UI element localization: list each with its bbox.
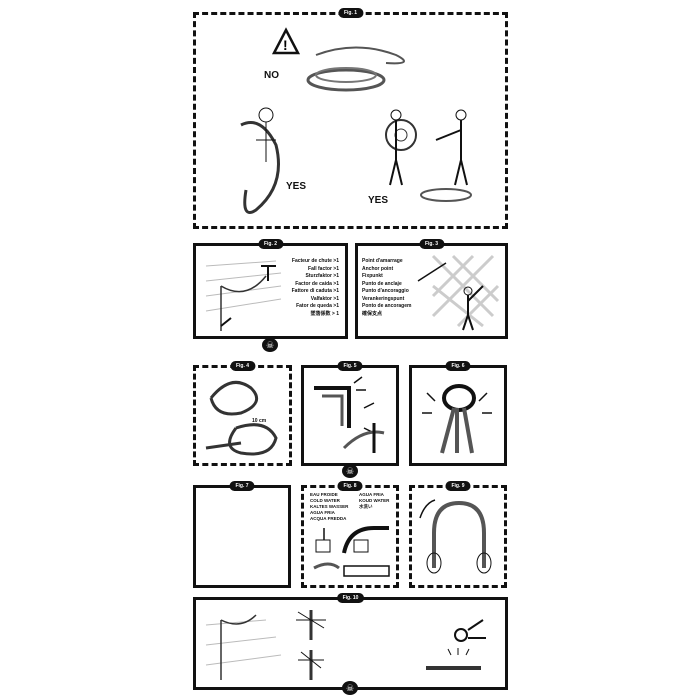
skull-icon: ☠ bbox=[342, 681, 358, 695]
fig-label: Fig. 9 bbox=[445, 481, 471, 491]
fig-label: Fig. 6 bbox=[445, 361, 471, 371]
carabiner-illustration bbox=[422, 384, 492, 454]
fall-factor-illustration bbox=[205, 260, 282, 331]
figure-4-panel: Fig. 4 10 cm bbox=[193, 361, 292, 466]
warning-icon bbox=[271, 27, 301, 55]
fig-label: Fig. 5 bbox=[337, 361, 363, 371]
fig-label: Fig. 7 bbox=[229, 481, 255, 491]
fig-label: Fig. 3 bbox=[418, 239, 445, 249]
figure-7-panel: Fig. 7 bbox=[193, 481, 291, 588]
rope-bending-illustration bbox=[419, 499, 492, 574]
yes-label: YES bbox=[286, 181, 307, 192]
yes-label: YES bbox=[368, 195, 389, 206]
sharp-edge-illustration bbox=[314, 376, 385, 453]
skull-icon: ☠ bbox=[262, 338, 278, 352]
fig-label: Fig. 8 bbox=[337, 481, 363, 491]
figure-10-panel: Fig. 10 bbox=[193, 593, 508, 690]
fig-label: Fig. 1 bbox=[337, 8, 364, 18]
washing-illustration bbox=[313, 526, 390, 577]
fig-label: Fig. 4 bbox=[229, 361, 256, 371]
length-note: 10 cm bbox=[252, 418, 267, 424]
svg-text:!: ! bbox=[283, 37, 288, 53]
knot-illustration bbox=[205, 380, 278, 456]
anchor-point-illustration bbox=[417, 254, 500, 331]
skull-icon: ☠ bbox=[342, 464, 358, 478]
no-label: NO bbox=[264, 70, 279, 81]
rope-storage-illustration: ! bbox=[240, 27, 472, 214]
rope-damage-illustration bbox=[205, 610, 486, 680]
figure-6-panel: Fig. 6 bbox=[409, 361, 507, 466]
figure-1-panel: Fig. 1 ! NO YES YES bbox=[193, 8, 508, 229]
figure-9-panel: Fig. 9 bbox=[409, 481, 507, 588]
fig-label: Fig. 2 bbox=[257, 239, 284, 249]
figure-5-panel: Fig. 5 bbox=[301, 361, 399, 466]
fig-label: Fig. 10 bbox=[336, 593, 365, 603]
